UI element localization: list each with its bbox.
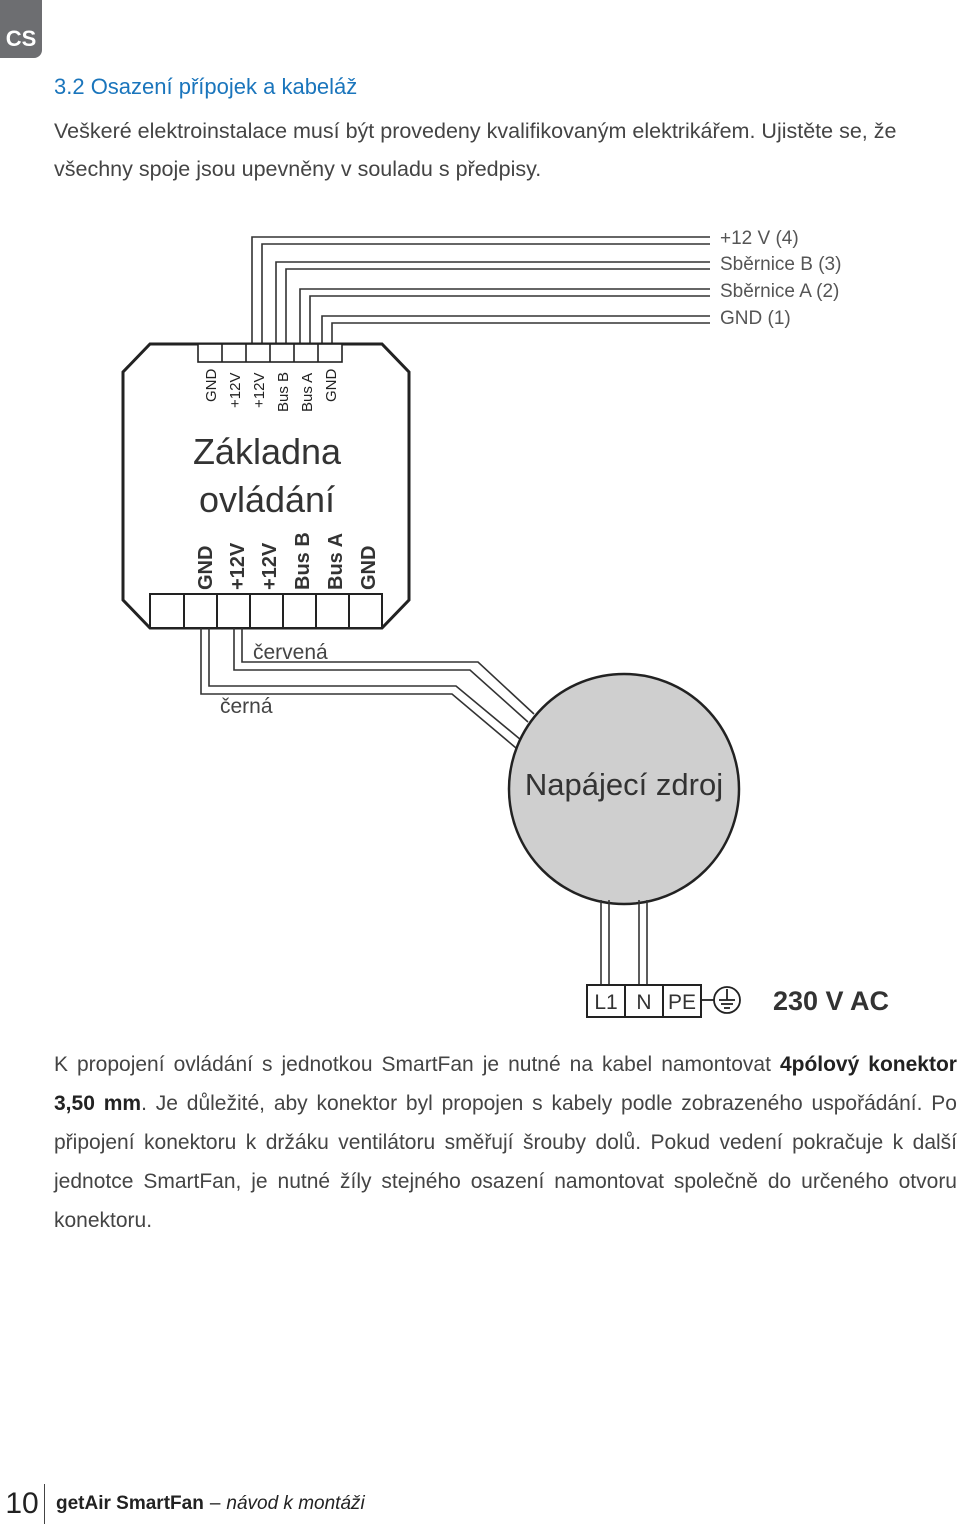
bus-label-a: Sběrnice A (2) [720, 281, 839, 302]
footer-divider [44, 1484, 45, 1524]
wiring-diagram: +12 V (4) Sběrnice B (3) Sběrnice A (2) … [121, 228, 889, 1018]
top-pin-1: GND [203, 369, 220, 403]
power-supply [507, 672, 741, 906]
terminal-l1: L1 [594, 991, 617, 1014]
wire-label-black: černá [220, 695, 273, 718]
top-pin-3: +12V [251, 373, 268, 408]
terminal-pe: PE [668, 991, 696, 1014]
bottom-pin-5: Bus A [325, 533, 347, 590]
bottom-pin-6: GND [358, 546, 380, 590]
mains-terminal [586, 984, 702, 1018]
top-pin-6: GND [323, 369, 340, 403]
footer-brand: getAir SmartFan [56, 1493, 204, 1514]
bottom-terminal-block [149, 593, 383, 629]
body-text-bold: 4pólový konektor 3,50 mm [54, 1053, 957, 1115]
footer-dash: – [209, 1493, 221, 1514]
bus-label-b: Sběrnice B (3) [720, 254, 841, 275]
power-supply-label: Napájecí zdroj [525, 767, 723, 802]
bottom-pin-2: +12V [227, 542, 249, 590]
top-pin-4: Bus B [275, 372, 292, 412]
section-heading: 3.2 Osazení přípojek a kabeláž [54, 74, 358, 99]
bottom-pin-1: GND [195, 546, 217, 590]
body-paragraph: K propojení ovládání s jednotkou SmartFa… [54, 1045, 957, 1240]
footer-subtitle: návod k montáži [226, 1493, 365, 1514]
top-pin-5: Bus A [299, 373, 316, 412]
wire-label-red: červená [253, 641, 328, 664]
power-wires [200, 628, 535, 749]
ground-icon [701, 986, 741, 1014]
top-header [197, 343, 343, 363]
bus-label-gnd: GND (1) [720, 308, 791, 329]
intro-paragraph: Veškeré elektroinstalace musí být proved… [54, 119, 897, 181]
body-text-part2: . Je důležité, aby konektor byl propojen… [54, 1092, 957, 1232]
page-footer: 10 getAir SmartFan – návod k montáži [0, 1484, 365, 1524]
bottom-pin-3: +12V [259, 542, 281, 590]
mains-wires [600, 900, 648, 985]
top-pin-2: +12V [227, 373, 244, 408]
bottom-pin-4: Bus B [292, 532, 314, 590]
board-title-line2: ovládání [199, 479, 335, 520]
body-text-part1: K propojení ovládání s jednotkou SmartFa… [54, 1053, 780, 1076]
language-badge: CS [0, 0, 42, 58]
mains-voltage-label: 230 V AC [773, 986, 889, 1016]
bus-label-12v: +12 V (4) [720, 228, 799, 249]
terminal-n: N [636, 991, 651, 1014]
page-number: 10 [5, 1487, 39, 1520]
board-title-line1: Základna [193, 431, 342, 472]
